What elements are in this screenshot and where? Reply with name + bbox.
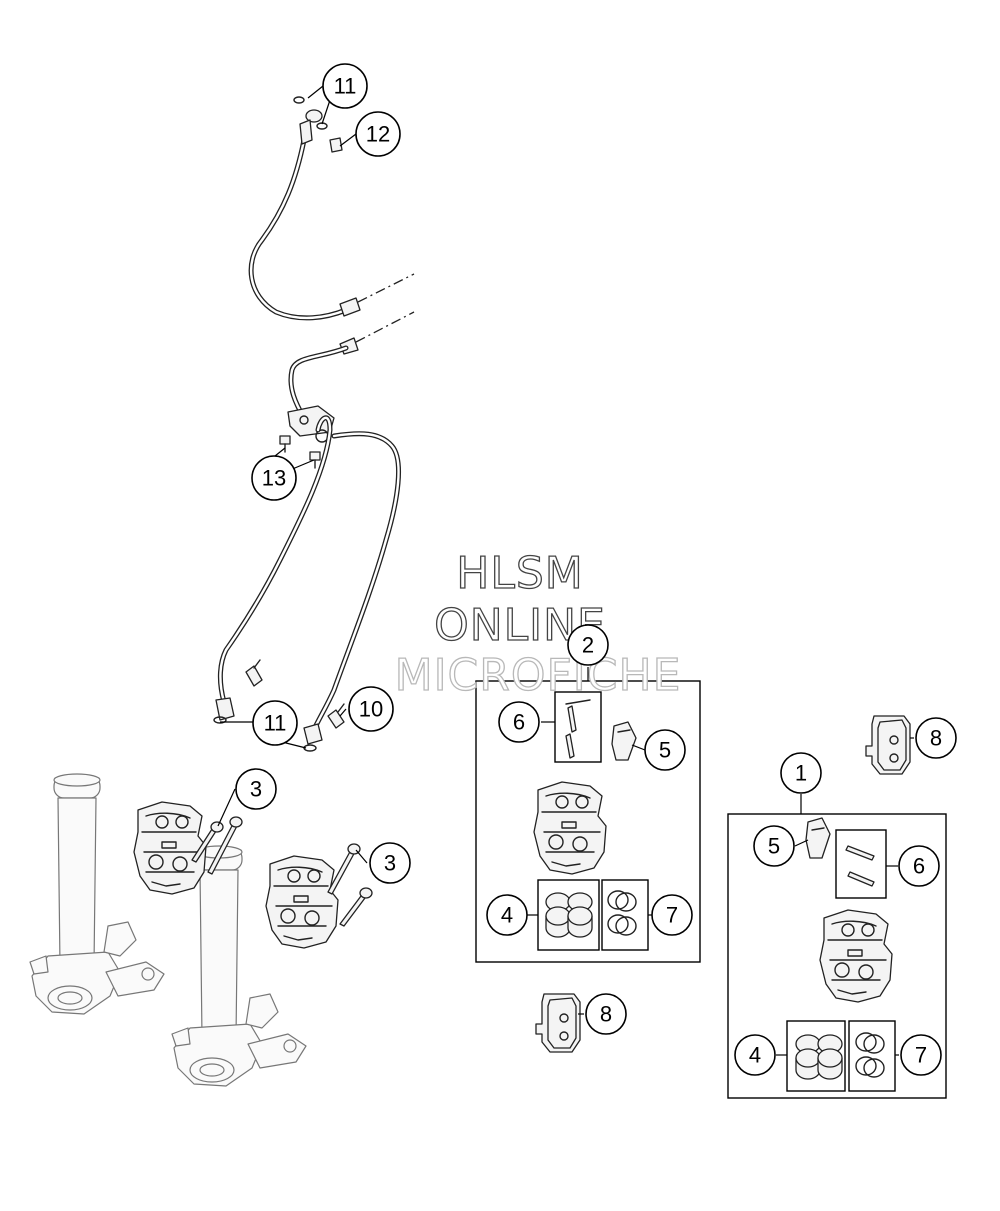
watermark: HLSM ONLINE MICROFICHE	[394, 547, 682, 701]
brake-pads-middle	[535, 993, 581, 1053]
callout-label: 10	[359, 697, 383, 722]
callout-3-upper: 3	[235, 768, 277, 810]
brake-pads-right	[865, 715, 911, 775]
callout-6-kit1: 6	[898, 845, 940, 887]
callout-12: 12	[355, 111, 401, 157]
caliper-bolts-upper	[191, 816, 243, 875]
callout-3-lower: 3	[369, 842, 411, 884]
callout-11-bottom: 11	[252, 700, 298, 746]
callout-5-kit1: 5	[753, 825, 795, 867]
leader-lines	[217, 85, 914, 1056]
callout-label: 13	[262, 466, 286, 491]
callout-4-kit2: 4	[486, 894, 528, 936]
watermark-line-1: HLSM	[456, 548, 584, 599]
callout-6-kit2: 6	[498, 701, 540, 743]
callout-label: 11	[334, 74, 357, 99]
callout-2: 2	[567, 624, 609, 666]
callout-5-kit2: 5	[644, 729, 686, 771]
callout-11-top: 11	[322, 63, 368, 109]
brake-hose-assembly	[213, 96, 415, 752]
callout-label: 6	[913, 854, 925, 879]
callout-label: 1	[795, 761, 807, 786]
callout-7-kit1: 7	[900, 1034, 942, 1076]
callout-label: 3	[384, 851, 396, 876]
callout-label: 12	[366, 122, 390, 147]
callout-8-middle: 8	[585, 993, 627, 1035]
callout-label: 8	[600, 1002, 612, 1027]
callout-label: 11	[264, 711, 287, 736]
callout-label: 2	[582, 633, 594, 658]
callout-label: 7	[915, 1043, 927, 1068]
callout-label: 7	[666, 903, 678, 928]
callout-label: 4	[749, 1043, 761, 1068]
caliper-right	[265, 855, 339, 949]
callout-4-kit1: 4	[734, 1034, 776, 1076]
callout-label: 5	[768, 834, 780, 859]
callout-1: 1	[780, 752, 822, 794]
caliper-bolts-lower	[327, 843, 373, 927]
caliper-left	[133, 801, 207, 895]
callout-7-kit2: 7	[651, 894, 693, 936]
callout-8-right: 8	[915, 717, 957, 759]
callout-label: 4	[501, 903, 513, 928]
watermark-line-3: MICROFICHE	[395, 650, 682, 701]
caliper-kit-1-box	[727, 813, 947, 1099]
callout-label: 3	[250, 777, 262, 802]
callout-13: 13	[251, 455, 297, 501]
callout-10: 10	[348, 686, 394, 732]
callout-label: 6	[513, 710, 525, 735]
callout-label: 8	[930, 726, 942, 751]
callout-label: 5	[659, 738, 671, 763]
